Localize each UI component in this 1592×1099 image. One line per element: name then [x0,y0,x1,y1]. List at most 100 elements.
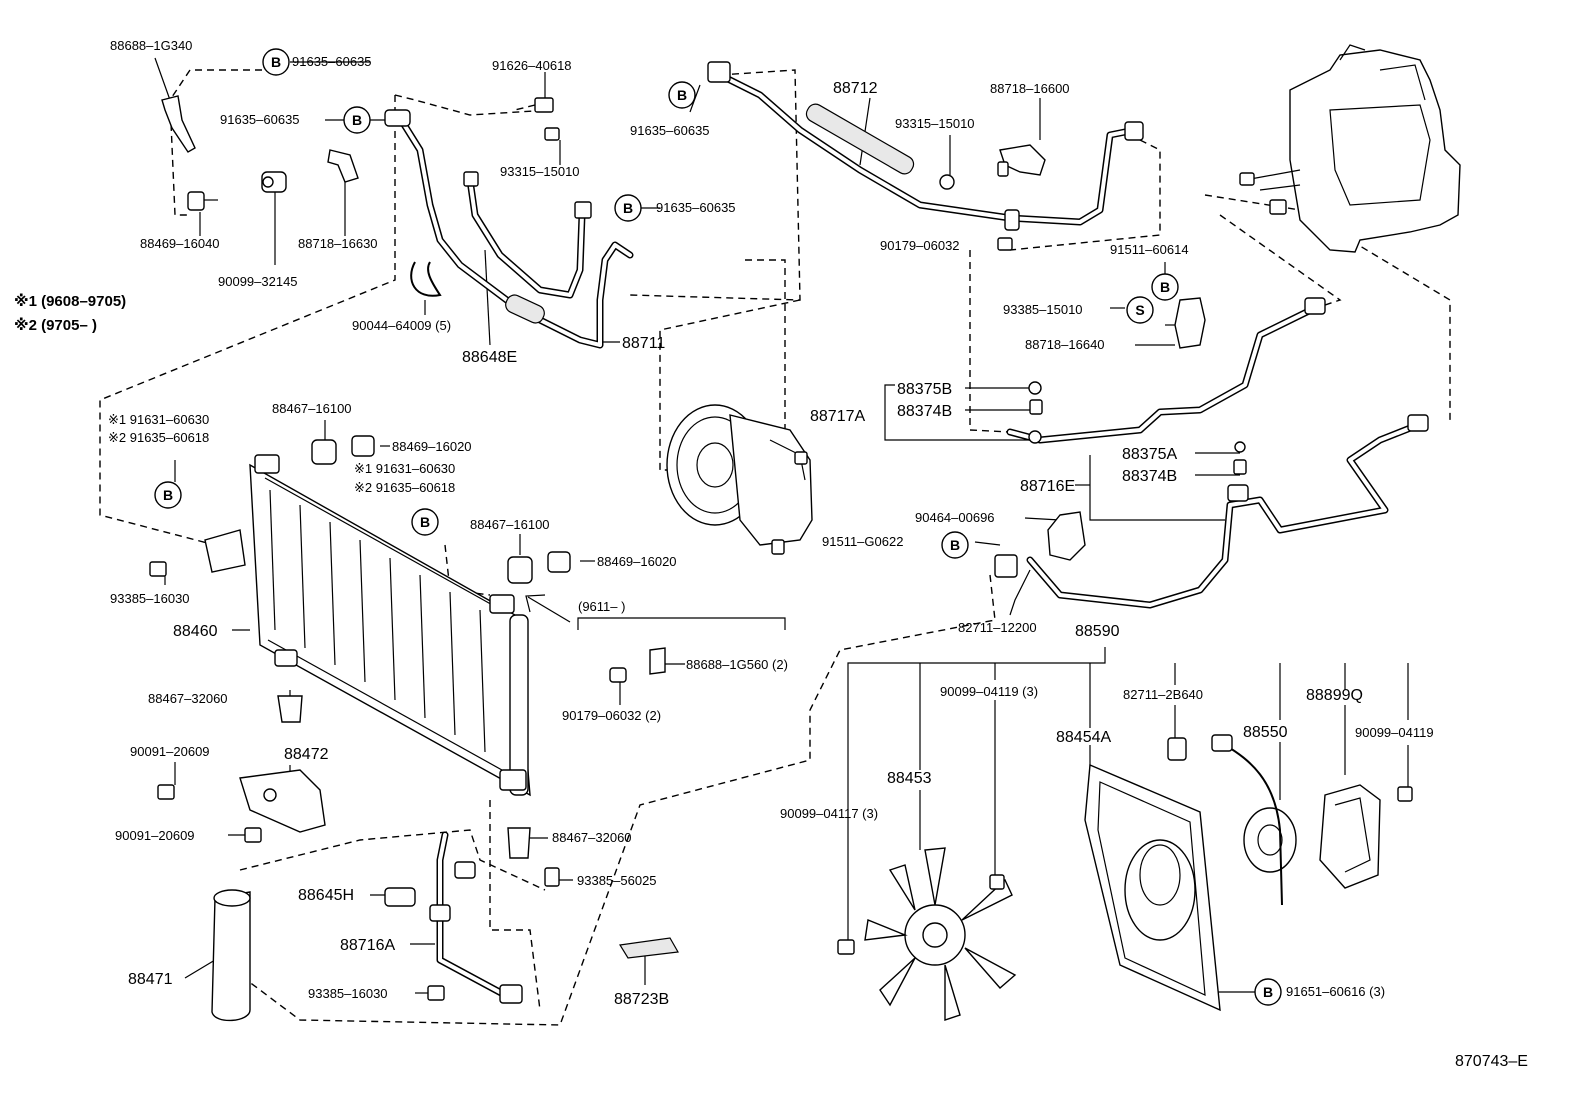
marker-s-1: S [1126,296,1154,324]
label-88717a: 88717A [810,408,865,425]
label-88718-16640: 88718–16640 [1025,337,1105,352]
label-88648e: 88648E [462,349,517,366]
label-88899q: 88899Q [1306,687,1363,704]
label-90099-04119-3: 90099–04119 (3) [940,684,1038,699]
svg-text:B: B [420,514,430,530]
dashed-grouping-lines [99,69,1451,1026]
label-88688-1g340: 88688–1G340 [110,38,192,53]
label-88471: 88471 [128,971,173,988]
marker-b-5: B [1151,273,1179,301]
label-88723b: 88723B [614,991,669,1008]
label-88718-16630: 88718–16630 [298,236,378,251]
legend-note-2: ※2 (9705– ) [14,316,97,334]
svg-text:B: B [677,87,687,103]
bolt-90091-20609-b [244,827,262,843]
label-9611: (9611– ) [578,599,625,614]
screw-90099-04117 [837,939,855,955]
clamp-88718-16600 [997,144,1046,177]
tube-88716a [429,831,523,1004]
label-88460: 88460 [173,623,218,640]
svg-text:B: B [1160,279,1170,295]
nut-90179-06032-b [609,667,627,683]
label-88711: 88711 [622,335,665,352]
cushion-88467-16100-a [311,439,337,465]
label-82711-12200: 82711–12200 [958,620,1037,635]
label-88375a: 88375A [1122,446,1177,463]
svg-text:B: B [623,200,633,216]
bolt-90091-20609-a [157,784,175,800]
hose-88712 [707,61,1144,231]
label-91635-60618-a: ※2 91635–60618 [108,430,209,445]
cushion-90099-32145 [261,171,287,193]
label-91635-60635-c: 91635–60635 [630,123,710,138]
leader-lines [154,57,1409,994]
shroud-88454a [1084,763,1221,1012]
switch-88645h [384,887,416,907]
label-88467-32060-a: 88467–32060 [148,691,228,706]
label-90099-04119: 90099–04119 [1355,725,1434,740]
label-88469-16020-a: 88469–16020 [392,439,472,454]
label-90179-06032-b: 90179–06032 (2) [562,708,661,723]
label-90179-06032-a: 90179–06032 [880,238,960,253]
svg-text:B: B [1263,984,1273,1000]
label-91635-60635-b: 91635–60635 [220,112,300,127]
svg-text:S: S [1135,302,1144,318]
label-88550: 88550 [1243,724,1288,741]
tube-88717a [1006,297,1326,444]
marker-b-4: B [614,194,642,222]
svg-text:B: B [163,487,173,503]
label-88467-16100-a: 88467–16100 [272,401,352,416]
label-88375b: 88375B [897,381,952,398]
label-91635-60618-b: ※2 91635–60618 [354,480,455,495]
motor-88550 [1211,734,1297,906]
nut-93315-15010 [544,127,560,141]
label-88716e: 88716E [1020,478,1075,495]
label-82711-2b640: 82711–2B640 [1123,687,1203,702]
marker-b-2: B [343,106,371,134]
nut-90179-06032 [997,237,1013,251]
marker-b-7: B [154,481,182,509]
svg-text:B: B [271,54,281,70]
label-88590: 88590 [1075,623,1120,640]
label-88454a: 88454A [1056,729,1111,746]
label-88374b-b: 88374B [1122,468,1177,485]
label-93385-16030-a: 93385–16030 [110,591,190,606]
label-93385-15010: 93385–15010 [1003,302,1083,317]
bolt-93385-56025 [544,867,560,887]
marker-b-3: B [668,81,696,109]
part-labels: 88688–1G340 91635–60635 91635–60635 9162… [14,38,1528,1070]
label-90464-00696: 90464–00696 [915,510,995,525]
svg-text:B: B [950,537,960,553]
label-88716a: 88716A [340,937,395,954]
condenser-88460 [249,454,531,797]
label-93315-15010-a: 93315–15010 [500,164,580,179]
connector-82711-2b640 [1167,737,1187,761]
label-88718-16600: 88718–16600 [990,81,1070,96]
label-88467-16100-b: 88467–16100 [470,517,550,532]
bracket-88688-1g340 [161,95,196,153]
fan-88453 [864,847,1017,1021]
label-plate-88723b [619,937,679,959]
label-91635-60635-a: 91635–60635 [292,54,372,69]
bracket-88688-1g560 [649,647,666,675]
label-91631-60630-a: ※1 91631–60630 [108,412,209,427]
label-93315-15010-b: 93315–15010 [895,116,975,131]
tube-88716e [1026,414,1429,609]
label-88453: 88453 [887,770,932,787]
label-93385-16030-b: 93385–16030 [308,986,388,1001]
screw-90099-04119 [1397,786,1413,802]
legend-note-1: ※1 (9608–9705) [14,292,126,310]
hose-88648e [463,171,592,299]
nut-93315-15010-b [939,174,955,190]
clamp-88718-16640 [1174,297,1206,349]
label-91651-60616: 91651–60616 (3) [1286,984,1385,999]
bolt-88469-16040 [187,191,218,211]
switch-82711-12200 [994,554,1018,578]
label-88467-32060-b: 88467–32060 [552,830,632,845]
label-91626-40618: 91626–40618 [492,58,572,73]
label-88645h: 88645H [298,887,354,904]
label-90091-20609-b: 90091–20609 [115,828,195,843]
cushion-88467-32060-b [507,827,531,859]
label-91511-g0622: 91511–G0622 [822,534,903,549]
